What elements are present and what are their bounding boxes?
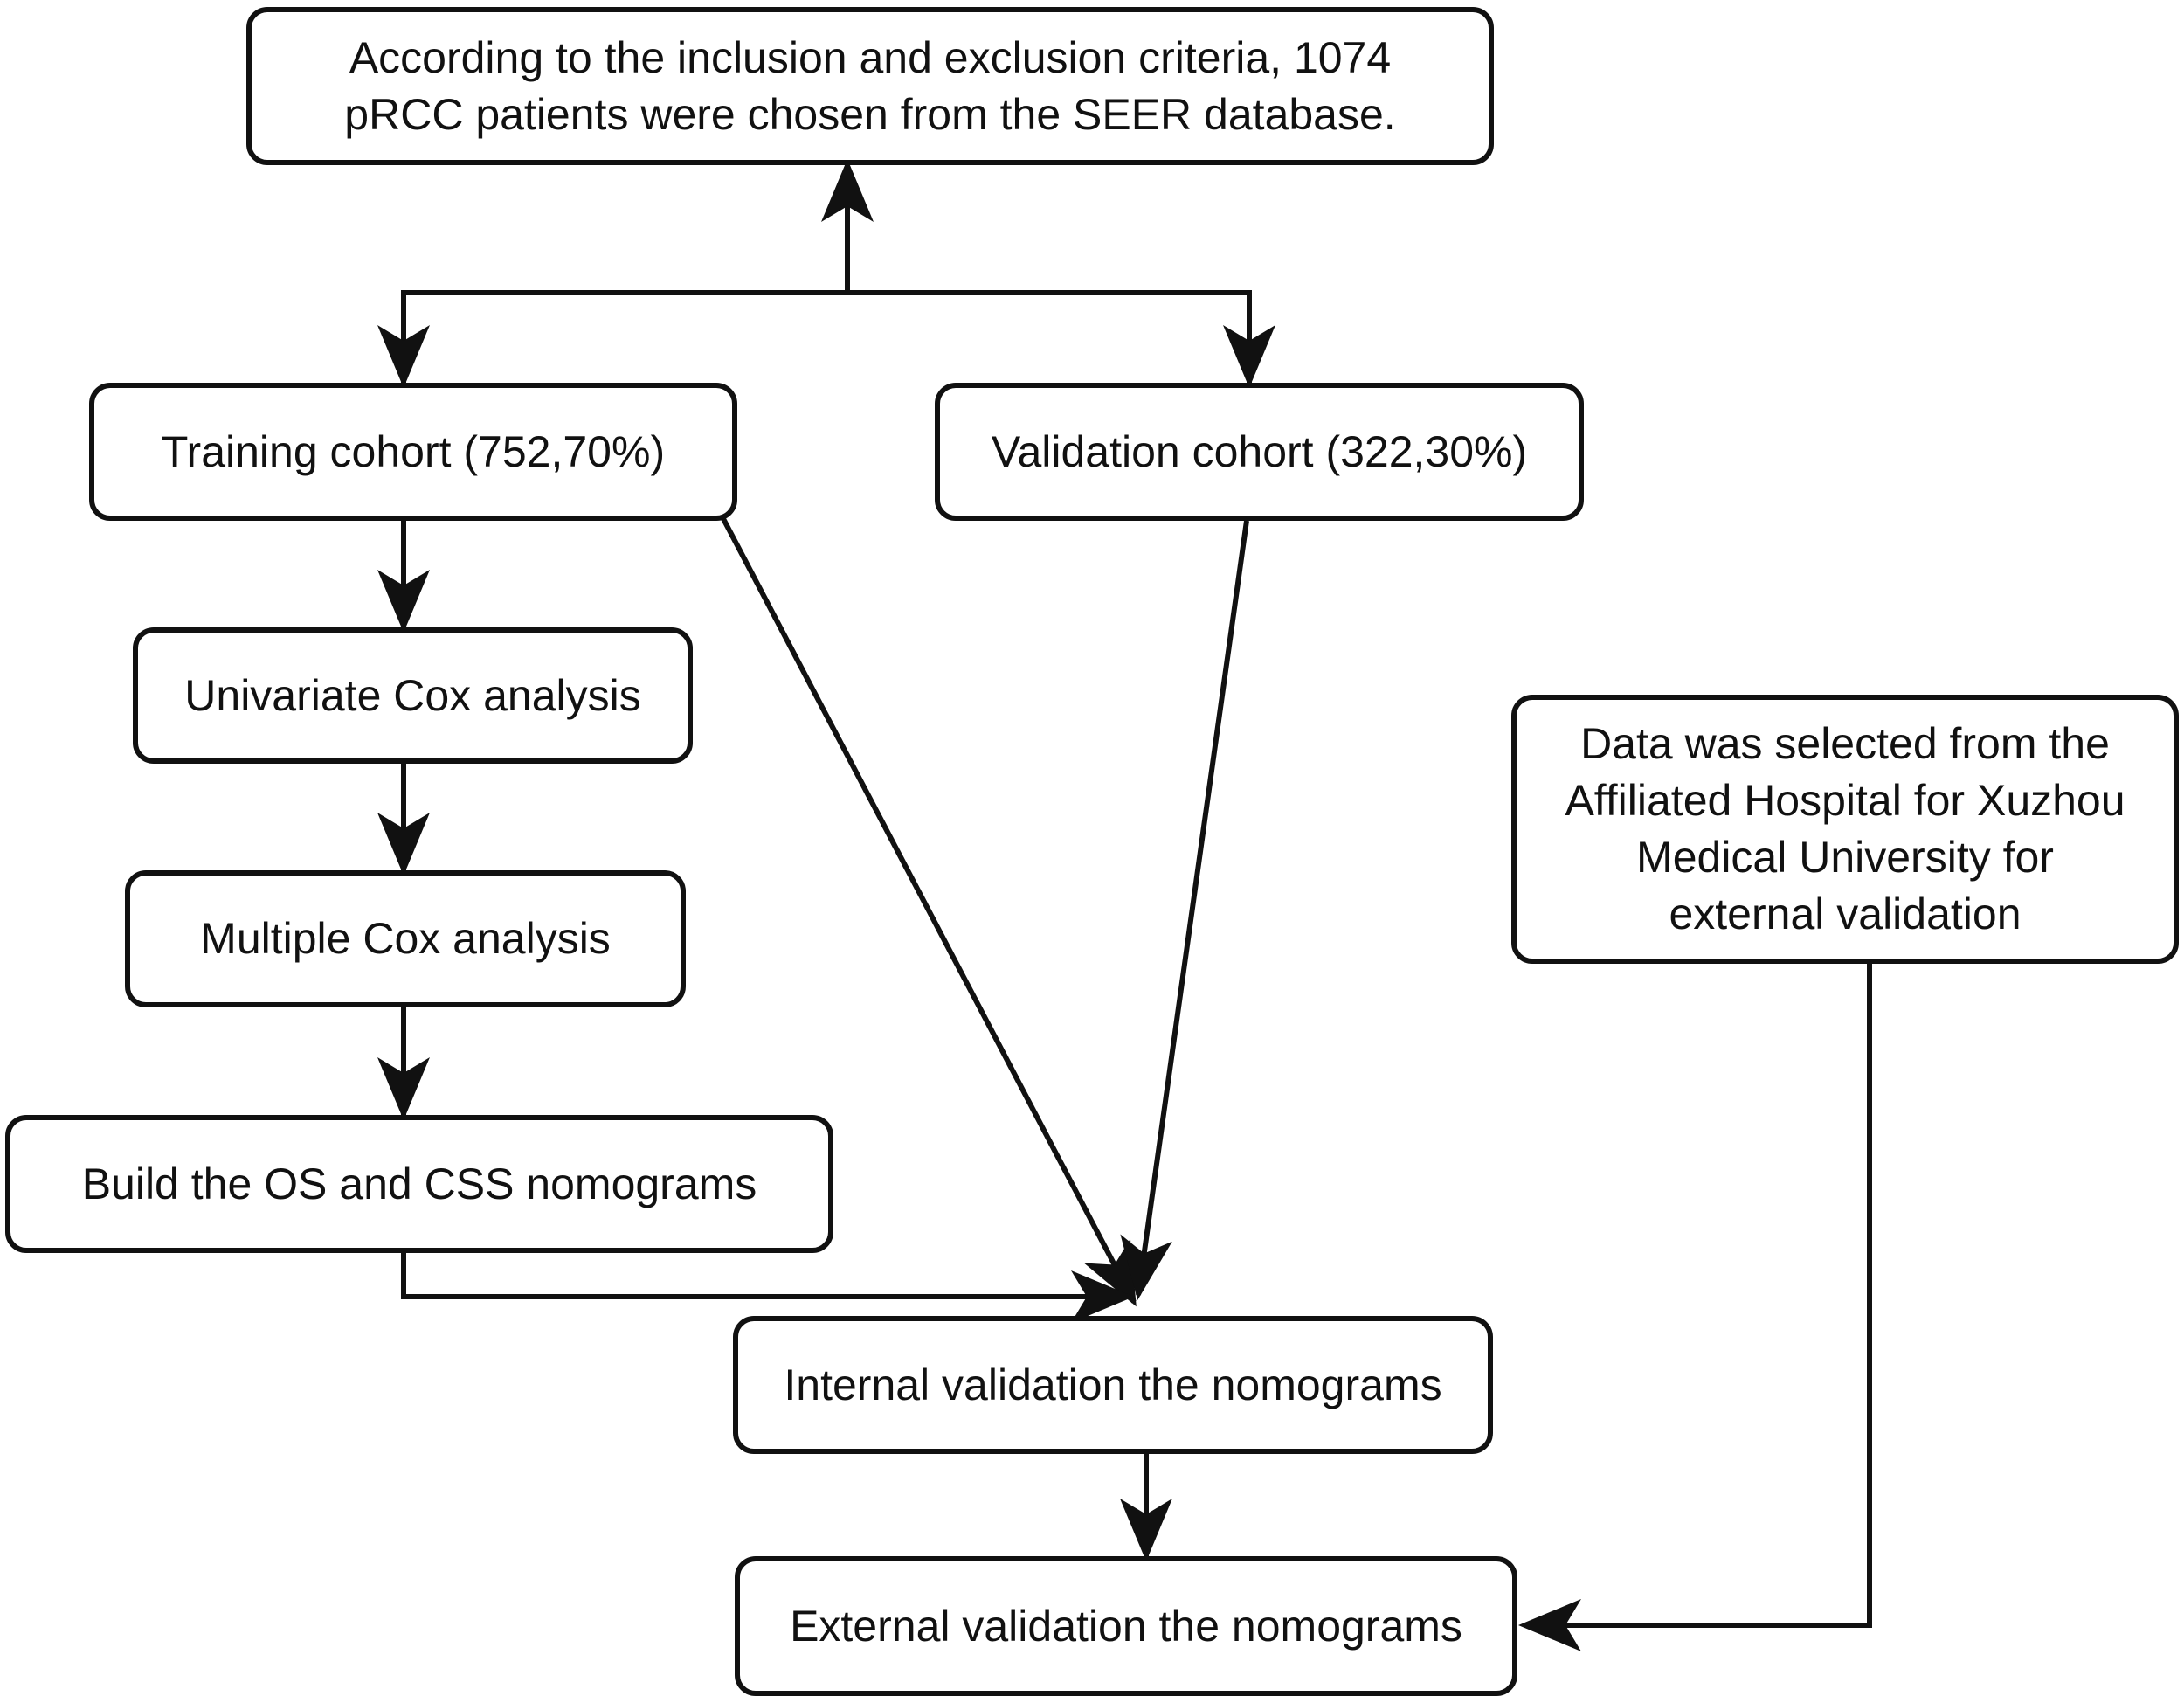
univariate-cox-text: Univariate Cox analysis bbox=[184, 670, 641, 720]
external-data-box: Data was selected from the Affiliated Ho… bbox=[1511, 695, 2179, 964]
connector-training-to-internal bbox=[718, 512, 1137, 1307]
source-text: According to the inclusion and exclusion… bbox=[344, 32, 1396, 139]
connector-split-to-validation bbox=[847, 290, 1275, 388]
connector-build-to-internal bbox=[401, 1252, 1134, 1323]
internal-validation-box: Internal validation the nomograms bbox=[733, 1316, 1493, 1454]
external-data-text: Data was selected from the Affiliated Ho… bbox=[1565, 719, 2125, 938]
univariate-cox-box: Univariate Cox analysis bbox=[133, 627, 693, 764]
validation-cohort-text: Validation cohort (322,30%) bbox=[991, 426, 1528, 476]
connector-validation-to-internal bbox=[1120, 520, 1249, 1300]
connector-external-data-to-external bbox=[1518, 963, 1872, 1651]
build-nomograms-box: Build the OS and CSS nomograms bbox=[5, 1115, 833, 1253]
training-cohort-text: Training cohort (752,70%) bbox=[161, 426, 666, 476]
internal-validation-text: Internal validation the nomograms bbox=[784, 1360, 1442, 1409]
training-cohort-box: Training cohort (752,70%) bbox=[89, 383, 737, 521]
multiple-cox-text: Multiple Cox analysis bbox=[200, 914, 611, 963]
source-box: According to the inclusion and exclusion… bbox=[246, 7, 1494, 165]
connector-split-to-training bbox=[377, 290, 847, 388]
multiple-cox-box: Multiple Cox analysis bbox=[125, 870, 686, 1007]
external-validation-box: External validation the nomograms bbox=[735, 1556, 1517, 1696]
build-nomograms-text: Build the OS and CSS nomograms bbox=[81, 1159, 757, 1208]
external-validation-text: External validation the nomograms bbox=[790, 1601, 1462, 1651]
validation-cohort-box: Validation cohort (322,30%) bbox=[935, 383, 1584, 521]
